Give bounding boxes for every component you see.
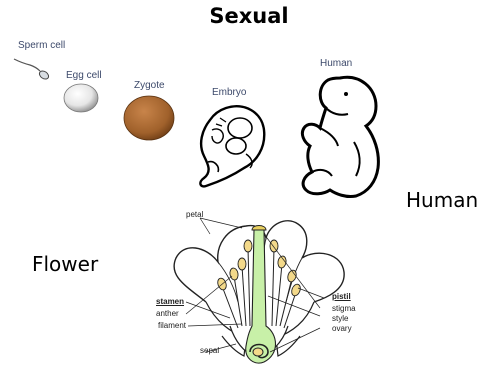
- human-label: Human: [406, 188, 478, 212]
- egg-cell-label: Egg cell: [66, 70, 102, 81]
- zygote-illustration: [122, 94, 176, 142]
- sepal-label: sepal: [200, 346, 219, 355]
- ovary-label: ovary: [332, 324, 352, 333]
- sperm-cell-label: Sperm cell: [18, 40, 65, 51]
- filament-label: filament: [158, 321, 186, 330]
- embryo-illustration: [196, 100, 272, 192]
- flower-label: Flower: [32, 252, 98, 276]
- anther-label: anther: [156, 309, 179, 318]
- stigma-label: stigma: [332, 304, 356, 313]
- stamen-label: stamen: [156, 297, 184, 306]
- pistil-label: pistil: [332, 292, 351, 301]
- egg-cell-illustration: [62, 82, 102, 116]
- style-label: style: [332, 314, 348, 323]
- zygote-label: Zygote: [134, 80, 165, 91]
- human-fetus-illustration: [296, 72, 392, 200]
- petal-label: petal: [186, 210, 203, 219]
- page-title: Sexual: [0, 4, 498, 28]
- human-stage-label: Human: [320, 58, 352, 69]
- sperm-cell-illustration: [12, 55, 52, 85]
- embryo-label: Embryo: [212, 87, 246, 98]
